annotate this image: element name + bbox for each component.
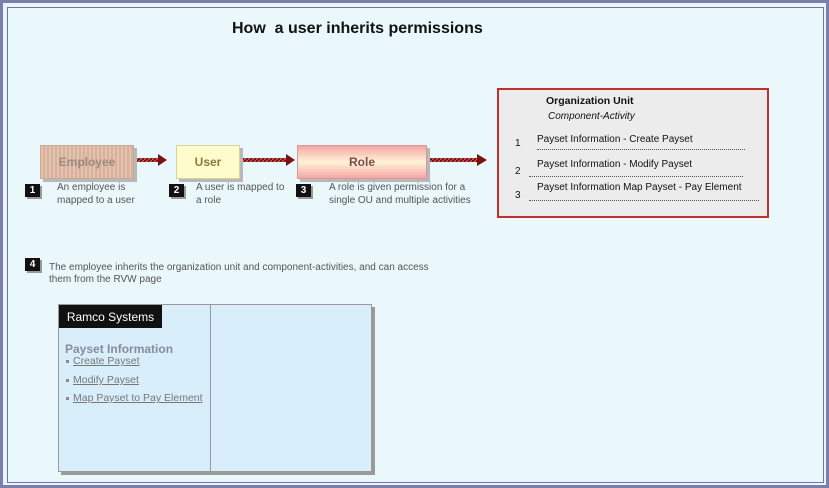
step-number-1: 1 <box>25 184 40 197</box>
step-number-4: 4 <box>25 258 40 271</box>
payset-information-heading: Payset Information <box>65 342 174 356</box>
org-unit-panel: Organization Unit Component-Activity 1 P… <box>497 88 769 218</box>
create-payset-link[interactable]: Create Payset <box>66 355 140 367</box>
org-unit-row-number: 3 <box>515 190 521 201</box>
step-number-3: 3 <box>296 184 311 197</box>
page-title: How a user inherits permissions <box>232 20 483 37</box>
arrow-employee-to-user <box>133 154 167 166</box>
step-caption-2: A user is mapped to a role <box>196 182 285 206</box>
step-number-2: 2 <box>169 184 184 197</box>
bullet-icon <box>66 378 69 382</box>
arrow-role-to-org-unit <box>427 154 487 166</box>
user-box: User <box>176 145 240 179</box>
org-unit-row-label: Payset Information - Modify Payset <box>537 159 693 170</box>
step-caption-3: A role is given permission for a single … <box>329 182 471 206</box>
org-unit-row-label: Payset Information - Create Payset <box>537 134 693 145</box>
row-divider <box>537 149 745 150</box>
bullet-icon <box>66 359 69 363</box>
employee-box: Employee <box>40 145 134 179</box>
org-unit-row-number: 1 <box>515 138 521 149</box>
org-unit-row-number: 2 <box>515 166 521 177</box>
panel-divider <box>210 305 211 471</box>
arrow-user-to-role <box>240 154 295 166</box>
rvw-page-panel: Ramco Systems Payset Information Create … <box>58 304 372 472</box>
modify-payset-link[interactable]: Modify Payset <box>66 374 139 386</box>
role-box: Role <box>297 145 427 179</box>
org-unit-title: Organization Unit <box>546 95 634 107</box>
step-caption-1: An employee is mapped to a user <box>57 182 135 206</box>
org-unit-subtitle: Component-Activity <box>548 111 635 122</box>
row-divider <box>529 200 759 201</box>
row-divider <box>529 176 743 177</box>
bullet-icon <box>66 396 69 400</box>
org-unit-row-label: Payset Information Map Payset - Pay Elem… <box>537 182 742 193</box>
ramco-systems-tab[interactable]: Ramco Systems <box>59 305 162 328</box>
map-payset-link[interactable]: Map Payset to Pay Element <box>66 392 203 404</box>
step-caption-4: The employee inherits the organization u… <box>49 262 429 285</box>
